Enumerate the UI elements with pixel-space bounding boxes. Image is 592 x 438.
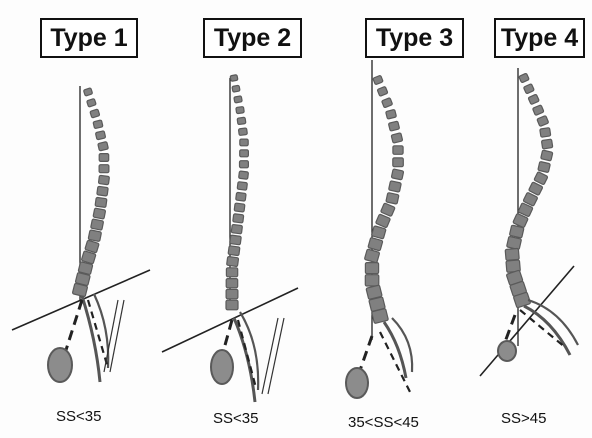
panel-2-vertebra [237, 117, 246, 124]
panel-2-vertebra [228, 246, 240, 256]
panel-3-sacral-slope-label: 35<SS<45 [348, 414, 419, 431]
panel-2-vertebra [230, 235, 242, 245]
panel-1-femoral-head [48, 348, 72, 382]
panel-1-vertebra [90, 109, 100, 118]
panel-3-vertebra [376, 214, 391, 228]
panel-2-vertebra [226, 300, 238, 310]
panel-1-vertebra [87, 98, 97, 107]
panel-4-vertebra [541, 139, 552, 149]
panel-1-vertebra [83, 88, 92, 96]
panel-2-vertebra [236, 107, 244, 114]
panel-1-drawing [12, 86, 150, 382]
panel-4-vertebral-column [505, 73, 553, 308]
panel-4-sacrum-curve [524, 306, 570, 355]
panel-3-vertebra [371, 226, 386, 239]
panel-3-vertebra [377, 86, 388, 96]
panel-2-vertebra [239, 171, 249, 179]
panel-4-vertebra [509, 225, 524, 238]
panel-2-title: Type 2 [203, 18, 302, 58]
panel-2-vertebra [234, 96, 242, 103]
panel-1-vertebra [91, 219, 104, 230]
panel-2-vertebra [233, 214, 244, 223]
panel-4-drawing [480, 68, 578, 376]
panel-3-vertebra [393, 146, 403, 155]
panel-1-title: Type 1 [40, 18, 138, 58]
panel-2-vertebra [237, 182, 247, 191]
panel-2-vertebra [234, 203, 245, 212]
panel-4-femoral-head [498, 341, 516, 361]
panel-4-vertebra [507, 236, 522, 249]
panel-1-vertebra [98, 142, 109, 151]
panel-3-vertebra [393, 158, 404, 167]
panel-2-vertebra [227, 256, 239, 266]
panel-1-sacral-slope-label: SS<35 [56, 408, 101, 425]
panel-2-vertebra [238, 128, 247, 136]
panel-1-vertebra [95, 131, 105, 140]
panel-1-vertebra [99, 154, 109, 162]
panel-2-vertebra [231, 224, 242, 234]
panel-4-title: Type 4 [494, 18, 585, 58]
panel-3-vertebral-column [364, 75, 403, 323]
panel-2-vertebra [226, 279, 238, 288]
panel-3-title: Type 3 [365, 18, 464, 58]
panel-3-vertebra [364, 249, 379, 263]
panel-3-vertebra [389, 181, 402, 192]
panel-4-vertebra [532, 105, 544, 116]
panel-3-vertebra [372, 308, 389, 323]
panel-1-vertebra [88, 230, 101, 242]
panel-3-vertebra [391, 133, 403, 143]
panel-2-vertebra [240, 139, 248, 146]
panel-3-drawing [346, 60, 412, 398]
panel-1-vertebra [99, 165, 109, 173]
panel-3-vertebra [381, 203, 396, 217]
panel-2-vertebra [226, 289, 238, 298]
panel-1-vertebra [93, 208, 106, 219]
panel-4-vertebra [528, 94, 539, 105]
panel-4-sacral-slope-label: SS>45 [501, 410, 546, 427]
panel-3-vertebra [386, 109, 397, 119]
panel-1-vertebra [93, 120, 103, 129]
panel-4-vertebra [505, 248, 519, 260]
panel-4-vertebra [541, 150, 553, 161]
panel-1-vertebra [72, 283, 87, 297]
panel-3-vertebra [373, 75, 383, 85]
panel-1-reference-line-2 [110, 300, 124, 372]
panel-3-vertebra [391, 169, 403, 180]
panel-2-vertebra [226, 268, 237, 277]
panel-4-vertebra [540, 128, 551, 138]
panel-1-vertebra [97, 186, 108, 196]
panel-3-femoral-head [346, 368, 368, 398]
panel-3-vertebra [368, 237, 383, 251]
panel-4-vertebra [523, 84, 534, 94]
panel-1-femoral-axis-line [66, 300, 82, 350]
panel-3-vertebra [365, 275, 379, 286]
panel-3-vertebra [388, 121, 399, 131]
panel-2-vertebra [240, 150, 249, 157]
panel-3-vertebra [382, 98, 393, 108]
panel-2-drawing [162, 75, 298, 402]
panel-3-vertebra [386, 193, 399, 205]
panel-4-pelvis-outline [528, 300, 578, 345]
panel-1-vertebral-column [72, 88, 109, 297]
panel-4-vertebra [537, 115, 549, 126]
panel-2-vertebra [232, 85, 240, 92]
panel-2-vertebra [236, 192, 246, 201]
panel-2-vertebra [240, 161, 249, 168]
panel-1-vertebra [98, 175, 109, 185]
panel-1-sacrum-curve [82, 296, 100, 382]
panel-1-vertebra [95, 197, 107, 207]
panel-4-pelvic-tilt-line [520, 310, 566, 348]
panel-2-femoral-head [211, 350, 233, 384]
panel-2-sacrum-curve [234, 318, 255, 402]
panel-2-sacral-slope-label: SS<35 [213, 410, 258, 427]
panel-2-pelvis-outline [240, 312, 258, 390]
panel-4-vertebra [519, 73, 530, 83]
panel-4-vertebra [538, 161, 551, 172]
panel-2-vertebra [230, 75, 238, 82]
panel-3-vertebra [365, 263, 378, 274]
